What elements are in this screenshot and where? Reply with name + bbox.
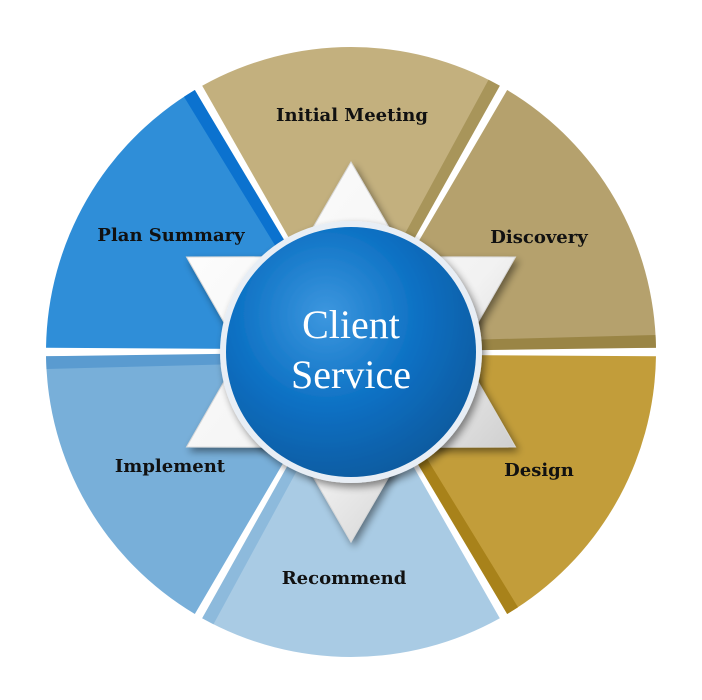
- hub: [220, 221, 482, 483]
- segment-edge-initial-meeting: [404, 79, 500, 239]
- segment-edge-discovery: [480, 334, 656, 351]
- segment-edge-bands: [46, 79, 656, 625]
- segment-label-design: Design: [504, 460, 574, 481]
- segment-label-implement: Implement: [115, 456, 226, 477]
- segment-label-initial-meeting: Initial Meeting: [276, 105, 428, 126]
- segment-label-recommend: Recommend: [282, 568, 407, 589]
- segment-edge-design: [417, 457, 519, 614]
- hub-inner: [226, 227, 476, 477]
- hub-title-line1: Client: [302, 302, 400, 347]
- hub-title-line2: Service: [291, 352, 411, 397]
- segment-label-discovery: Discovery: [490, 227, 588, 248]
- segment-edge-recommend: [202, 465, 298, 625]
- segment-label-plan-summary: Plan Summary: [97, 225, 245, 246]
- segment-edge-plan-summary: [183, 90, 285, 247]
- segment-edge-implement: [46, 353, 222, 370]
